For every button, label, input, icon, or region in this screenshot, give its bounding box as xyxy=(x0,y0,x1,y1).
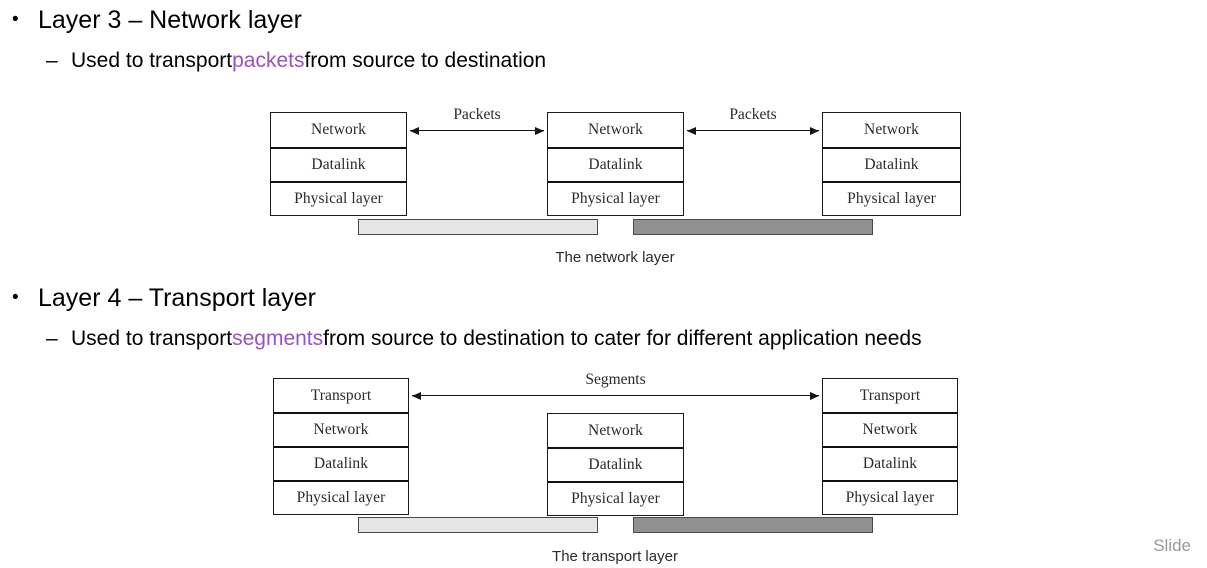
layer-box-network[interactable]: Network xyxy=(273,412,409,447)
transport-diagram-stack-middle-node: Network Datalink Physical layer xyxy=(547,413,684,516)
transport-arrow-label-segments: Segments xyxy=(585,371,646,388)
transport-diagram-stack-right-host: Transport Network Datalink Physical laye… xyxy=(822,378,958,515)
sub-bullet-segments: – Used to transport segments from source… xyxy=(38,326,922,352)
network-medium-left[interactable] xyxy=(358,219,598,235)
highlight-packets: packets xyxy=(232,49,305,72)
layer-box-transport[interactable]: Transport xyxy=(822,378,958,413)
network-diagram-stack-middle-node: Network Datalink Physical layer xyxy=(547,112,684,216)
network-diagram-stack-left-host: Network Datalink Physical layer xyxy=(270,112,407,216)
transport-diagram-caption: The transport layer xyxy=(552,548,678,565)
network-arrow-label-left: Packets xyxy=(453,106,501,123)
network-medium-right[interactable] xyxy=(633,219,873,235)
layer-box-network[interactable]: Network xyxy=(547,112,684,148)
arrowhead-right-icon xyxy=(810,126,819,135)
bullet-layer4: • Layer 4 – Transport layer xyxy=(0,283,316,313)
transport-medium-right[interactable] xyxy=(633,517,873,533)
network-arrow-right[interactable] xyxy=(687,126,819,135)
sub-bullet-packets: – Used to transport packets from source … xyxy=(38,48,546,74)
arrowhead-right-icon xyxy=(810,391,819,400)
network-diagram-caption: The network layer xyxy=(555,249,675,266)
layer-box-network[interactable]: Network xyxy=(547,413,684,448)
bullet-layer3: • Layer 3 – Network layer xyxy=(0,5,302,35)
network-arrow-label-right: Packets xyxy=(729,106,777,123)
arrowhead-left-icon xyxy=(687,126,696,135)
network-diagram-stack-right-host: Network Datalink Physical layer xyxy=(822,112,961,216)
transport-diagram-stack-left-host: Transport Network Datalink Physical laye… xyxy=(273,378,409,515)
bullet-layer4-text: Layer 4 – Transport layer xyxy=(38,284,316,312)
transport-medium-left[interactable] xyxy=(358,517,598,533)
sub-bullet-marker: – xyxy=(46,49,58,72)
arrowhead-left-icon xyxy=(412,391,421,400)
network-arrow-left[interactable] xyxy=(410,126,544,135)
layer-box-physical-layer[interactable]: Physical layer xyxy=(270,181,407,216)
layer-box-network[interactable]: Network xyxy=(822,412,958,447)
bullet-marker: • xyxy=(12,287,19,308)
layer-box-datalink[interactable]: Datalink xyxy=(547,147,684,182)
arrowhead-left-icon xyxy=(410,126,419,135)
layer-box-datalink[interactable]: Datalink xyxy=(270,147,407,182)
layer-box-transport[interactable]: Transport xyxy=(273,378,409,413)
highlight-segments: segments xyxy=(232,327,324,350)
layer-box-physical-layer[interactable]: Physical layer xyxy=(273,480,409,515)
sub-bullet-prefix: Used to transport xyxy=(71,49,233,72)
layer-box-physical-layer[interactable]: Physical layer xyxy=(547,181,684,216)
layer-box-datalink[interactable]: Datalink xyxy=(547,447,684,482)
sub-bullet-suffix: from source to destination to cater for … xyxy=(323,327,922,350)
layer-box-datalink[interactable]: Datalink xyxy=(822,446,958,481)
layer-box-datalink[interactable]: Datalink xyxy=(273,446,409,481)
bullet-marker: • xyxy=(12,9,19,30)
layer-box-physical-layer[interactable]: Physical layer xyxy=(822,480,958,515)
slide-footer-label: Slide xyxy=(1153,536,1191,555)
layer-box-physical-layer[interactable]: Physical layer xyxy=(547,481,684,516)
layer-box-datalink[interactable]: Datalink xyxy=(822,147,961,182)
sub-bullet-marker: – xyxy=(46,327,58,350)
sub-bullet-prefix: Used to transport xyxy=(71,327,233,350)
layer-box-network[interactable]: Network xyxy=(822,112,961,148)
layer-box-network[interactable]: Network xyxy=(270,112,407,148)
sub-bullet-suffix: from source to destination xyxy=(304,49,547,72)
layer-box-physical-layer[interactable]: Physical layer xyxy=(822,181,961,216)
transport-arrow-segments[interactable] xyxy=(412,391,819,400)
bullet-layer3-text: Layer 3 – Network layer xyxy=(38,6,303,34)
arrowhead-right-icon xyxy=(535,126,544,135)
